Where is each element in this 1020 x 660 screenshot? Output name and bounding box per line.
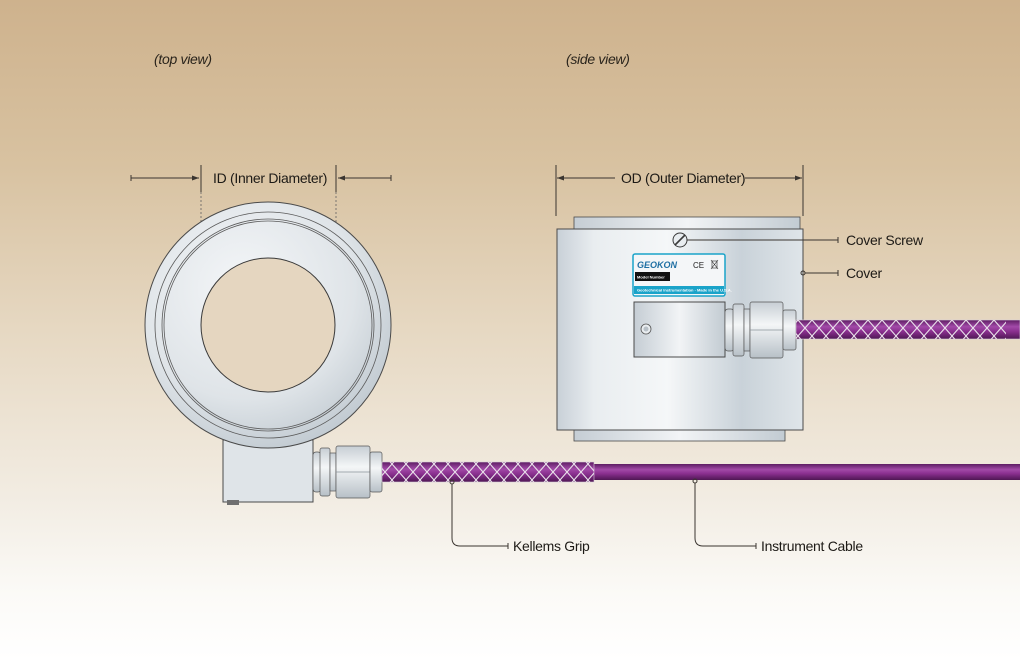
model-number-label: Model Number <box>637 275 665 280</box>
callout-cover-screw: Cover Screw <box>687 232 924 248</box>
ce-mark: CE <box>693 261 704 270</box>
kellems-grip-label: Kellems Grip <box>513 538 590 554</box>
nameplate: GEOKON CE Model Number Geotechnical Inst… <box>632 253 732 297</box>
top-view-title: (top view) <box>154 51 212 67</box>
ring-bore <box>200 257 336 393</box>
instrument-cable <box>590 464 1020 480</box>
weee-bin-icon <box>710 259 719 270</box>
top-view-instrument <box>144 201 392 505</box>
instrument-cable-label: Instrument Cable <box>761 538 863 554</box>
housing-screw-icon <box>227 500 239 505</box>
top-view-housing <box>222 439 314 503</box>
brand-logo: GEOKON <box>637 260 678 270</box>
callout-kellems-grip: Kellems Grip <box>449 479 590 554</box>
cover-screw-icon <box>672 232 688 248</box>
outer-diameter-label: OD (Outer Diameter) <box>621 170 745 186</box>
outer-diameter-dimension: OD (Outer Diameter) <box>555 165 804 216</box>
inner-diameter-label: ID (Inner Diameter) <box>213 170 327 186</box>
cover-screw-label: Cover Screw <box>846 232 924 248</box>
callout-cover: Cover <box>800 265 883 281</box>
side-cable-fitting <box>724 301 797 359</box>
model-number-field <box>635 272 670 281</box>
side-view-instrument: GEOKON CE Model Number Geotechnical Inst… <box>556 216 1020 442</box>
top-cable-fitting <box>312 445 383 499</box>
nameplate-footer: Geotechnical Instrumentation · Made in t… <box>637 288 732 293</box>
cover-label: Cover <box>846 265 882 281</box>
callout-instrument-cable: Instrument Cable <box>692 478 864 554</box>
instrument-cable-assembly <box>381 461 1020 483</box>
side-view-title: (side view) <box>566 51 630 67</box>
